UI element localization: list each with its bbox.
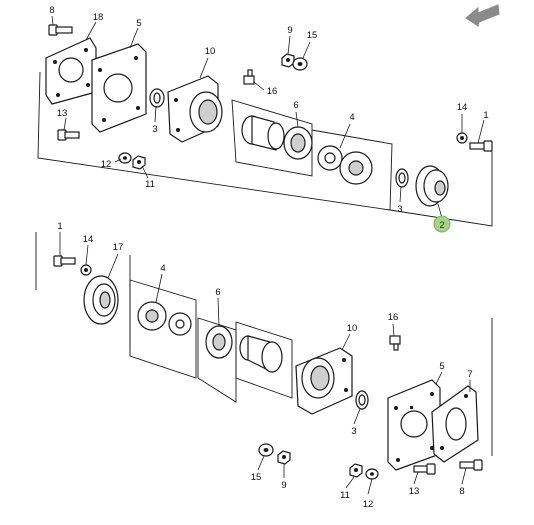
callout-label: 6: [293, 100, 298, 111]
part-collar-top: [241, 115, 285, 151]
callout-label: 16: [388, 312, 399, 323]
part-collar-bottom: [239, 335, 283, 374]
part-seal-17: [83, 275, 119, 325]
part-washer-12-top: [118, 152, 132, 164]
callout-label: 5: [439, 361, 444, 372]
callout-label: 12: [101, 159, 112, 170]
callout-label: 13: [409, 486, 420, 497]
part-bolt-8-bottom: [459, 459, 483, 471]
top-assembly: [37, 24, 493, 227]
part-fitting-16-bottom: [389, 335, 401, 351]
part-gear-4-bottom: [137, 301, 192, 336]
callout-label-highlighted: 2: [439, 220, 444, 231]
part-nut-11-bottom: [349, 463, 363, 478]
part-washer-3-top-right: [395, 168, 409, 188]
callout-label: 7: [467, 369, 472, 380]
callout-label: 15: [307, 30, 318, 41]
part-group-box-top: [231, 99, 393, 211]
callout-label: 12: [363, 499, 374, 510]
callout-label: 13: [57, 108, 68, 119]
part-gasket-7: [431, 385, 479, 463]
part-plate-5-top: [91, 43, 147, 133]
part-washer-15-bottom: [258, 443, 274, 457]
callout-label: 9: [281, 480, 286, 491]
callout-label: 6: [215, 287, 220, 298]
part-bearing-6-bottom: [205, 325, 233, 359]
callout-label: 4: [349, 112, 354, 123]
callout-label: 10: [347, 323, 358, 334]
part-washer-14-top: [456, 132, 468, 144]
part-gasket-18-top: [45, 37, 97, 105]
callout-labels: 8 18 5 13 3 12 11 10 9 15 16 6 4 14 1 3 …: [49, 5, 488, 510]
part-housing-10-bottom: [295, 347, 353, 415]
part-bolt-8-top: [48, 24, 73, 36]
part-fitting-16-top: [243, 69, 255, 85]
part-nut-9-bottom: [277, 450, 291, 465]
part-washer-14-bottom: [80, 264, 92, 276]
callout-label: 14: [457, 102, 468, 113]
callout-label: 3: [397, 204, 402, 215]
highlighted-callout-2[interactable]: 2: [433, 215, 451, 233]
callout-label: 3: [351, 426, 356, 437]
part-washer-3-top-left: [149, 88, 165, 108]
callout-label: 10: [205, 46, 216, 57]
part-washer-15-top: [292, 57, 308, 71]
callout-label: 5: [136, 18, 141, 29]
leader-lines: [51, 15, 485, 495]
part-nut-9-top: [281, 53, 295, 68]
part-washer-3-bottom: [355, 390, 369, 410]
callout-label: 1: [57, 221, 62, 232]
part-group-box-bottom-mid: [197, 317, 237, 403]
part-nut-11-top: [132, 155, 146, 170]
back-arrow-icon[interactable]: [465, 4, 500, 27]
part-housing-10-top: [167, 75, 223, 143]
part-gear-4-top: [317, 145, 373, 185]
part-bolt-13-bottom: [413, 463, 436, 475]
bottom-assembly: [35, 232, 493, 480]
callout-label: 18: [93, 12, 104, 23]
part-bearing-6-top: [283, 126, 313, 160]
callout-label: 14: [83, 234, 94, 245]
part-cap-2: [415, 165, 449, 207]
part-plate-5-bottom: [387, 379, 441, 471]
callout-label: 15: [251, 472, 262, 483]
part-bolt-1-bottom: [53, 255, 76, 267]
callout-label: 8: [459, 486, 464, 497]
callout-label: 11: [145, 179, 155, 190]
part-group-box-bottom-right: [235, 321, 293, 399]
callout-label: 1: [483, 110, 488, 121]
callout-label: 3: [152, 124, 157, 135]
part-washer-12-bottom: [365, 468, 379, 480]
callout-label: 8: [49, 5, 54, 16]
part-bolt-1-top: [469, 140, 493, 152]
callout-label: 11: [340, 490, 350, 501]
callout-label: 17: [113, 242, 124, 253]
part-group-box-bottom-left: [129, 279, 197, 379]
callout-label: 16: [267, 86, 278, 97]
part-bolt-13-top: [57, 129, 80, 141]
callout-label: 9: [287, 25, 292, 36]
callout-label: 4: [160, 263, 165, 274]
